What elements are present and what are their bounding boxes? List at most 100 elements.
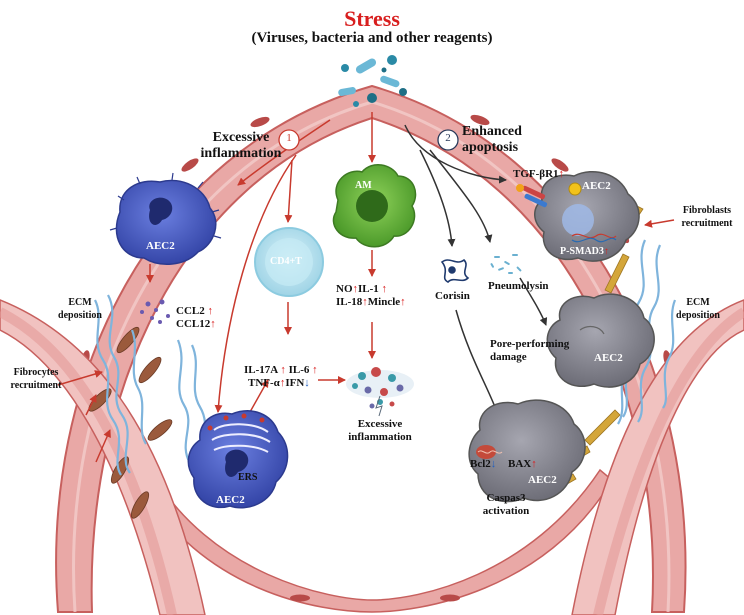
ifn-text: IFN [285, 377, 305, 389]
bax-text: BAX [508, 458, 532, 470]
bcl2-label: Bcl2↓ [470, 458, 496, 470]
corisin-label: Corisin [435, 290, 470, 302]
no-up-marker: ↑ [352, 283, 359, 295]
am-label: AM [355, 180, 372, 191]
section-2-line2: apoptosis [462, 140, 519, 155]
pneumolysin-particles [490, 254, 522, 274]
no-il1-label: NO↑IL-1 ↑ [336, 283, 387, 295]
no-text: NO [336, 283, 353, 295]
fibroblasts-recruitment-arrow [644, 219, 675, 228]
pore-line1: Pore-performing [490, 338, 570, 350]
il1-up-marker: ↑ [381, 283, 388, 295]
ccl2-text: CCL2 [176, 305, 205, 317]
diagram-subtitle: (Viruses, bacteria and other reagents) [251, 30, 493, 46]
il17a-il6-label: IL-17A ↑ IL-6 ↑ [244, 364, 318, 376]
pore-performing-label: Pore-performing damage [490, 338, 569, 364]
il17a-up-marker: ↑ [280, 364, 286, 376]
ccl12-up-marker: ↑ [210, 318, 216, 330]
pore-line2: damage [490, 351, 527, 363]
il1-text: IL-1 [358, 283, 379, 295]
apoptosis-arrows [404, 124, 548, 493]
aec2-pore-cell [546, 293, 655, 388]
section-1-line2: inflammation [200, 146, 282, 161]
bax-label: BAX↑ [508, 458, 537, 470]
tnfa-up-marker: ↑ [279, 377, 286, 389]
fibroblasts-line2: recruitment [681, 218, 733, 229]
ccl2-label: CCL2 ↑ [176, 305, 213, 317]
aec2-bottom-left-cell [187, 410, 289, 509]
excessive-inflammation-line1: Excessive [357, 418, 403, 430]
bax-up-marker: ↑ [531, 458, 537, 470]
caspas3-label: Caspas3 activation [476, 492, 536, 518]
tgf-up-marker: ↑ [558, 168, 565, 180]
il18-mincle-label: IL-18↑Mincle↑ [336, 296, 406, 308]
ecm-right-line1: ECM [686, 297, 710, 308]
ccl2-up-marker: ↑ [207, 305, 213, 317]
fibrocyte-arrow-2 [85, 394, 97, 416]
psmad-text: P-SMAD3 [560, 246, 604, 257]
section-1-title: Excessive inflammation [196, 130, 286, 162]
il18-up-marker: ↑ [362, 296, 368, 308]
stress-particles [338, 55, 407, 107]
mincle-text: Mincle [367, 296, 401, 308]
ecm-left-line2: deposition [58, 310, 102, 321]
ccl12-text: CCL12 [176, 318, 211, 330]
il6-up-marker: ↑ [312, 364, 318, 376]
mincle-up-marker: ↑ [400, 296, 406, 308]
psmad-up-marker: ↑ [603, 246, 609, 257]
aec2-top-left-cell [109, 172, 222, 265]
fibroblasts-label: Fibroblasts recruitment [672, 204, 742, 230]
pneumolysin-label: Pneumolysin [488, 280, 549, 292]
section-2-number: 2 [445, 132, 451, 144]
excessive-inflammation-cluster [346, 367, 414, 417]
ifn-down-marker: ↓ [304, 377, 310, 389]
tnfa-ifn-label: TNF-α↑IFN↓ [248, 377, 310, 389]
bcl2-text: Bcl2 [470, 458, 491, 470]
tgf-receptor [516, 184, 548, 208]
fibrocytes-line1: Fibrocytes [13, 367, 59, 378]
alveolar-macrophage-cell [332, 164, 417, 248]
caspas3-line2: activation [482, 505, 530, 517]
section-2-title: Enhanced apoptosis [462, 124, 538, 156]
section-1-line1: Excessive [212, 130, 270, 145]
diagram-title: Stress [344, 6, 400, 31]
aec2-bottom-right-label: AEC2 [528, 474, 557, 486]
psmad-label: P-SMAD3↑ [560, 246, 609, 257]
il6-text: IL-6 [288, 364, 310, 376]
inflammation-arrows [146, 112, 376, 413]
cd4-t-cell [254, 227, 324, 297]
tgf-text: TGF-βR1 [513, 168, 559, 180]
caspas3-line1: Caspas3 [486, 492, 526, 504]
fibrocytes-line2: recruitment [10, 380, 62, 391]
ecm-left-line1: ECM [68, 297, 92, 308]
ccl-particles [140, 299, 170, 324]
ccl12-label: CCL12↑ [176, 318, 216, 330]
tnfa-text: TNF-α [248, 377, 280, 389]
ers-label: ERS [238, 472, 258, 483]
aec2-tgf-label: AEC2 [582, 180, 611, 192]
aec2-bottom-right-cell [468, 399, 586, 503]
ecm-right-label: ECM deposition [668, 296, 728, 322]
excessive-inflammation-label: Excessive inflammation [340, 418, 420, 444]
ecm-left-label: ECM deposition [50, 296, 110, 322]
section-2-badge [437, 129, 459, 151]
bcl2-down-marker: ↓ [490, 458, 497, 470]
tgf-label: TGF-βR1↑ [513, 168, 564, 180]
fibrocytes-recruitment-arrow [57, 370, 103, 386]
aec2-bottom-left-label: AEC2 [216, 494, 245, 506]
il18-text: IL-18 [336, 296, 363, 308]
corisin-molecule [440, 258, 470, 283]
ecm-fibers-left [93, 294, 208, 476]
excessive-inflammation-line2: inflammation [348, 431, 412, 443]
section-1-number: 1 [286, 132, 292, 144]
il17a-text: IL-17A [244, 364, 278, 376]
right-blood-vessel [571, 299, 744, 615]
fibroblasts-line1: Fibroblasts [682, 205, 732, 216]
aec2-pore-label: AEC2 [594, 352, 623, 364]
ecm-right-line2: deposition [676, 310, 720, 321]
aec2-tgf-cell [534, 171, 640, 262]
fibrocytes-label: Fibrocytes recruitment [4, 366, 68, 392]
cd4-label: CD4+T [270, 256, 302, 267]
